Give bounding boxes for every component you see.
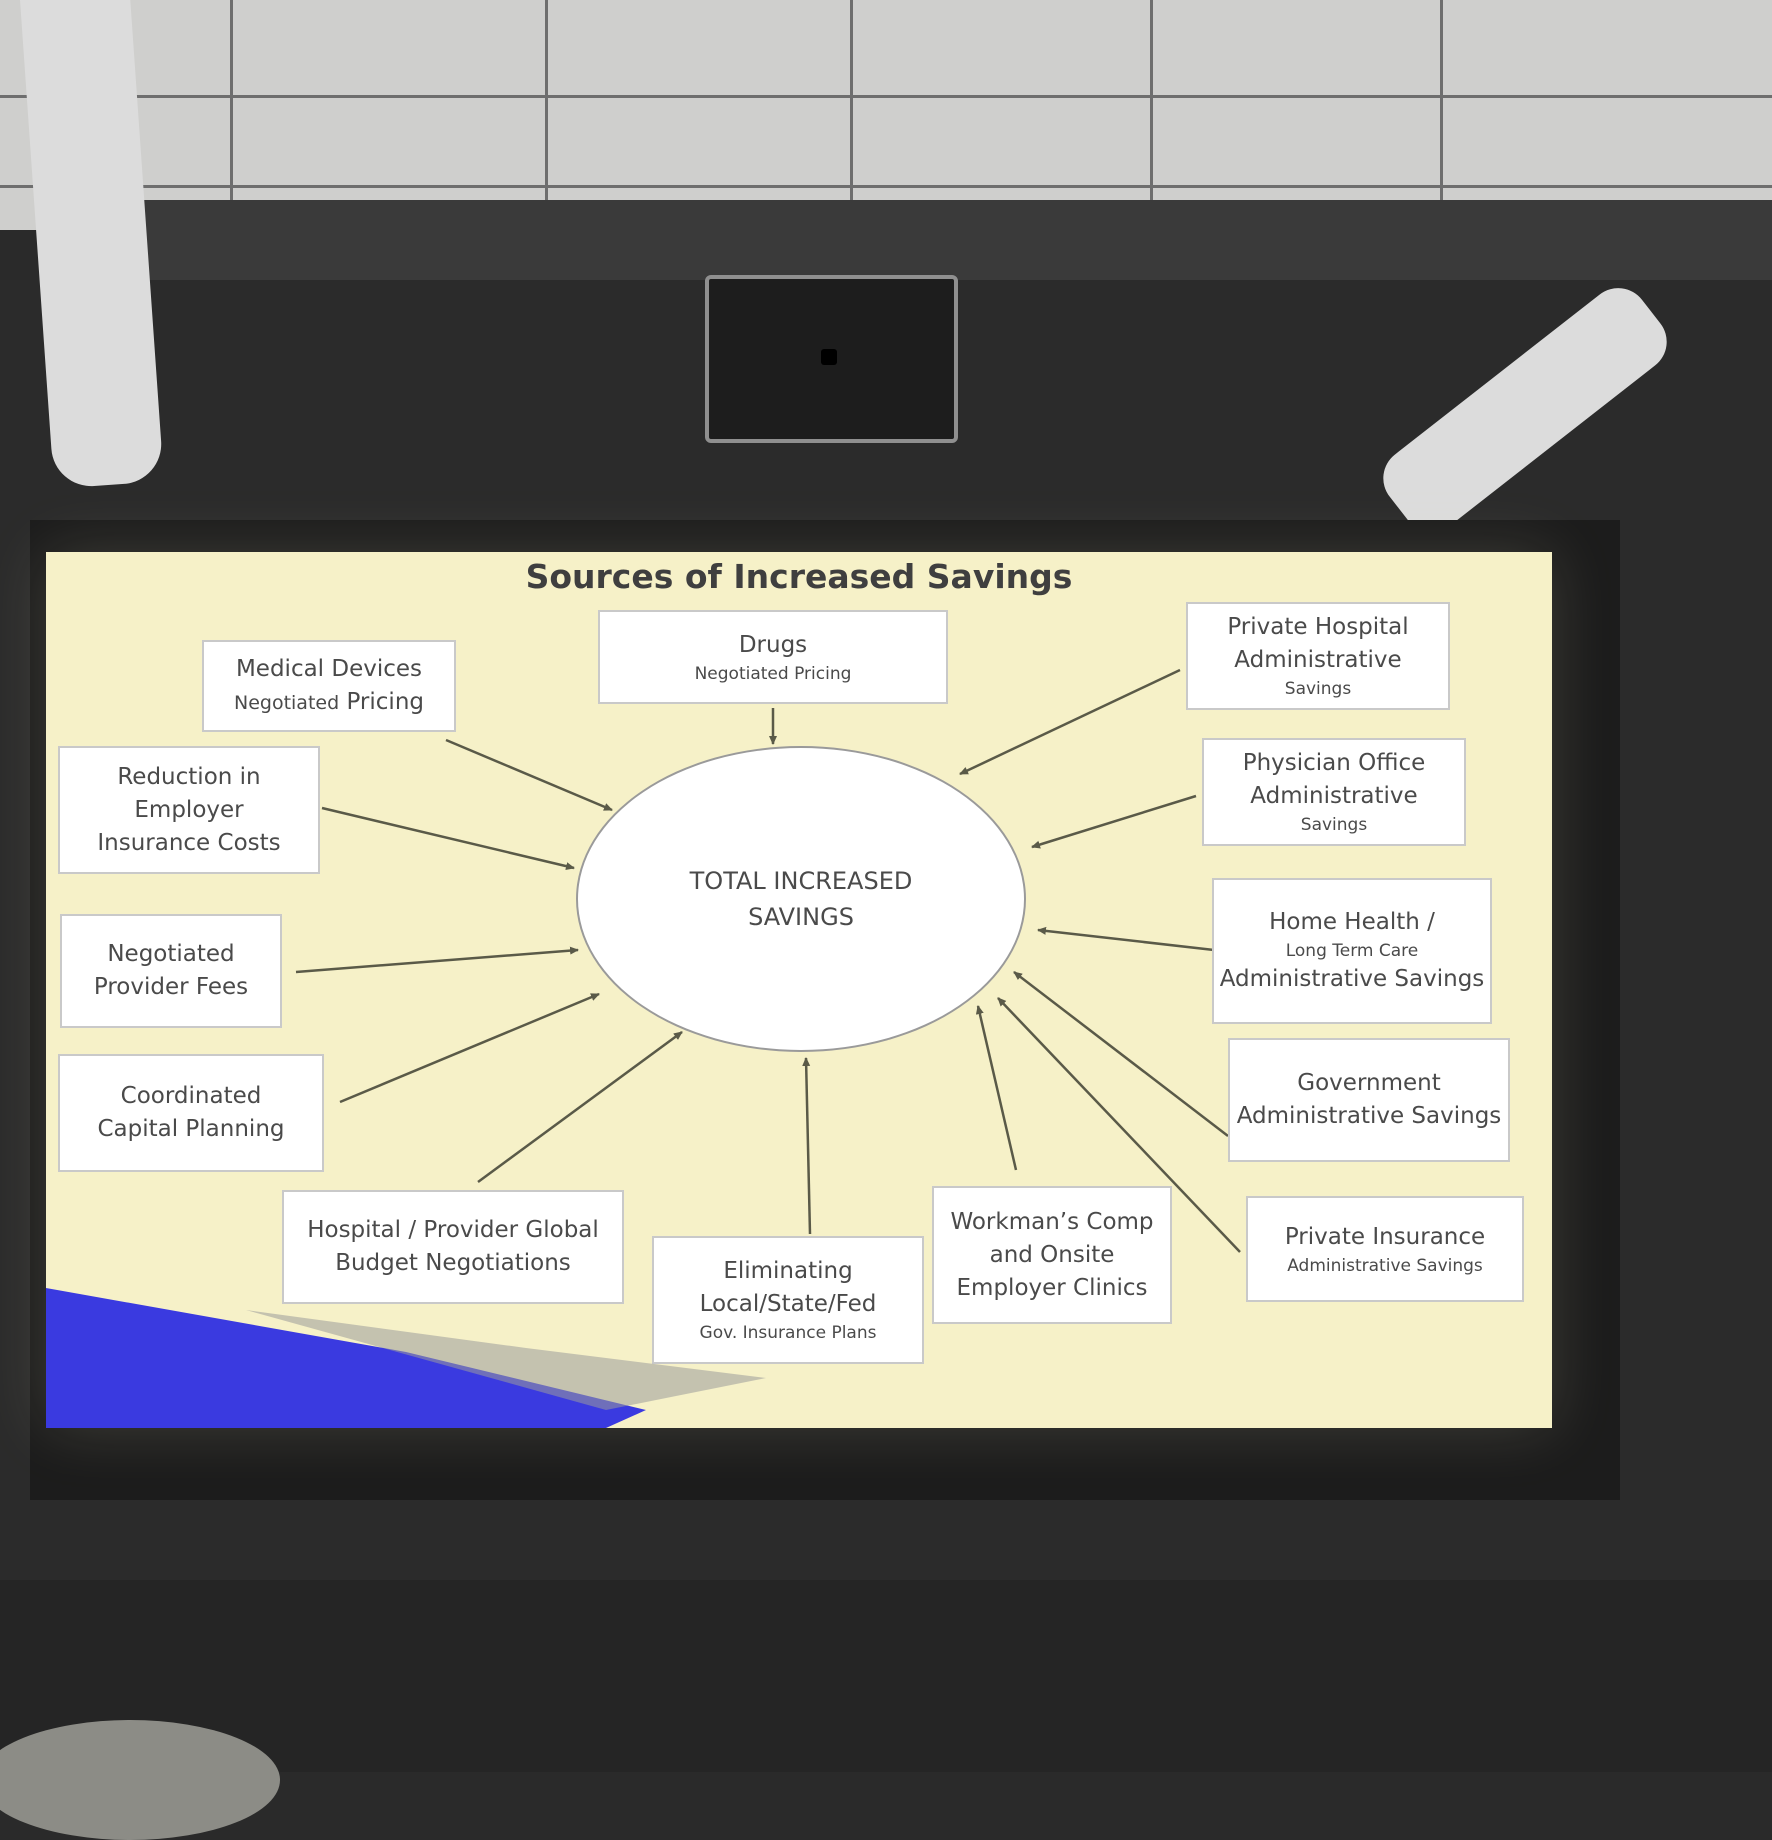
ceiling-grid-line	[230, 0, 233, 200]
ceiling-grid-line	[1440, 0, 1443, 200]
box-coordinated-capital: Coordinated Capital Planning	[58, 1054, 324, 1172]
home-health-line-2: Administrative Savings	[1219, 966, 1485, 992]
arrow-physician-office	[1031, 794, 1197, 849]
arrow-home-health	[1037, 926, 1215, 952]
box-private-insurance: Private Insurance Administrative Savings	[1246, 1196, 1524, 1302]
coordinated-line-2: Capital Planning	[97, 1116, 285, 1142]
box-workmans-comp: Workman’s Comp and Onsite Employer Clini…	[932, 1186, 1172, 1324]
speaker-center	[821, 349, 837, 365]
ceiling-grid-line	[1150, 0, 1153, 200]
workmans-line-3: Employer Clinics	[956, 1274, 1148, 1301]
reduction-line-3: Insurance Costs	[97, 829, 281, 856]
private-hospital-line-1: Private Hospital	[1227, 614, 1409, 640]
medical-devices-sub-suffix: Pricing	[346, 688, 424, 715]
box-drugs: Drugs Negotiated Pricing	[598, 610, 948, 704]
center-line-2: SAVINGS	[748, 903, 854, 931]
box-reduction-employer: Reduction in Employer Insurance Costs	[58, 746, 320, 874]
arrow-layer	[295, 668, 1241, 1253]
arrow-hospital-provider	[477, 1030, 683, 1184]
box-hospital-provider: Hospital / Provider Global Budget Negoti…	[282, 1190, 624, 1304]
home-health-line-1: Home Health /	[1269, 909, 1435, 935]
room-floor-shadow	[0, 1580, 1772, 1772]
private-hospital-sub: Savings	[1284, 679, 1352, 699]
workmans-line-2: and Onsite	[989, 1241, 1115, 1268]
box-eliminating: Eliminating Local/State/Fed Gov. Insuran…	[652, 1236, 924, 1364]
private-insurance-sub: Administrative Savings	[1287, 1255, 1483, 1276]
ceiling-grid-line	[0, 95, 1772, 98]
arrow-private-insurance	[997, 997, 1241, 1253]
audience-head	[0, 1720, 280, 1840]
arrow-workmans-comp	[975, 1005, 1018, 1171]
arrow-government	[1013, 971, 1229, 1137]
ceiling	[0, 0, 1772, 230]
eliminating-line-1: Eliminating	[723, 1258, 853, 1284]
arrow-negotiated-provider	[295, 946, 579, 974]
arrow-reduction-employer	[321, 806, 575, 871]
private-insurance-line-1: Private Insurance	[1284, 1223, 1486, 1250]
reduction-line-2: Employer	[134, 796, 244, 823]
private-hospital-line-2: Administrative	[1234, 647, 1402, 673]
workmans-line-1: Workman’s Comp	[950, 1208, 1154, 1235]
slide-title: Sources of Increased Savings	[525, 557, 1073, 596]
ceiling-speaker	[705, 275, 958, 443]
slide: Sources of Increased Savings TOTAL INCRE…	[46, 552, 1552, 1428]
box-private-hospital: Private Hospital Administrative Savings	[1186, 602, 1450, 710]
government-line-2: Administrative Savings	[1236, 1103, 1502, 1129]
box-negotiated-provider: Negotiated Provider Fees	[60, 914, 282, 1028]
arrow-eliminating	[802, 1057, 812, 1235]
arrow-medical-devices	[445, 738, 613, 812]
box-medical-devices: Medical Devices Negotiated Pricing	[202, 640, 456, 732]
eliminating-sub: Gov. Insurance Plans	[699, 1323, 877, 1343]
arrow-private-hospital	[959, 668, 1181, 776]
medical-devices-sub-prefix: Negotiated	[233, 691, 340, 714]
ceiling-grid-line	[545, 0, 548, 200]
ceiling-grid-line	[0, 185, 1772, 188]
drugs-label: Drugs	[738, 631, 808, 658]
arrow-coordinated-capital	[339, 992, 600, 1104]
government-line-1: Government	[1297, 1070, 1441, 1096]
negotiated-line-2: Provider Fees	[93, 974, 249, 1000]
eliminating-line-2: Local/State/Fed	[699, 1291, 877, 1317]
box-physician-office: Physician Office Administrative Savings	[1202, 738, 1466, 846]
total-increased-savings-node: TOTAL INCREASED SAVINGS	[576, 746, 1026, 1052]
ceiling-grid-line	[850, 0, 853, 200]
hospital-provider-line-1: Hospital / Provider Global	[307, 1217, 599, 1243]
physician-line-1: Physician Office	[1242, 750, 1426, 776]
center-line-1: TOTAL INCREASED	[689, 867, 913, 895]
medical-devices-label: Medical Devices	[235, 655, 423, 682]
reduction-line-1: Reduction in	[117, 763, 261, 790]
home-health-sub: Long Term Care	[1285, 941, 1419, 961]
negotiated-line-1: Negotiated	[107, 941, 235, 967]
hospital-provider-line-2: Budget Negotiations	[335, 1250, 571, 1276]
physician-sub: Savings	[1300, 815, 1368, 835]
box-home-health: Home Health / Long Term Care Administrat…	[1212, 878, 1492, 1024]
box-government: Government Administrative Savings	[1228, 1038, 1510, 1162]
drugs-sub: Negotiated Pricing	[694, 663, 852, 684]
physician-line-2: Administrative	[1250, 783, 1418, 809]
medical-devices-sub: Negotiated Pricing	[234, 686, 424, 720]
coordinated-line-1: Coordinated	[120, 1083, 262, 1109]
